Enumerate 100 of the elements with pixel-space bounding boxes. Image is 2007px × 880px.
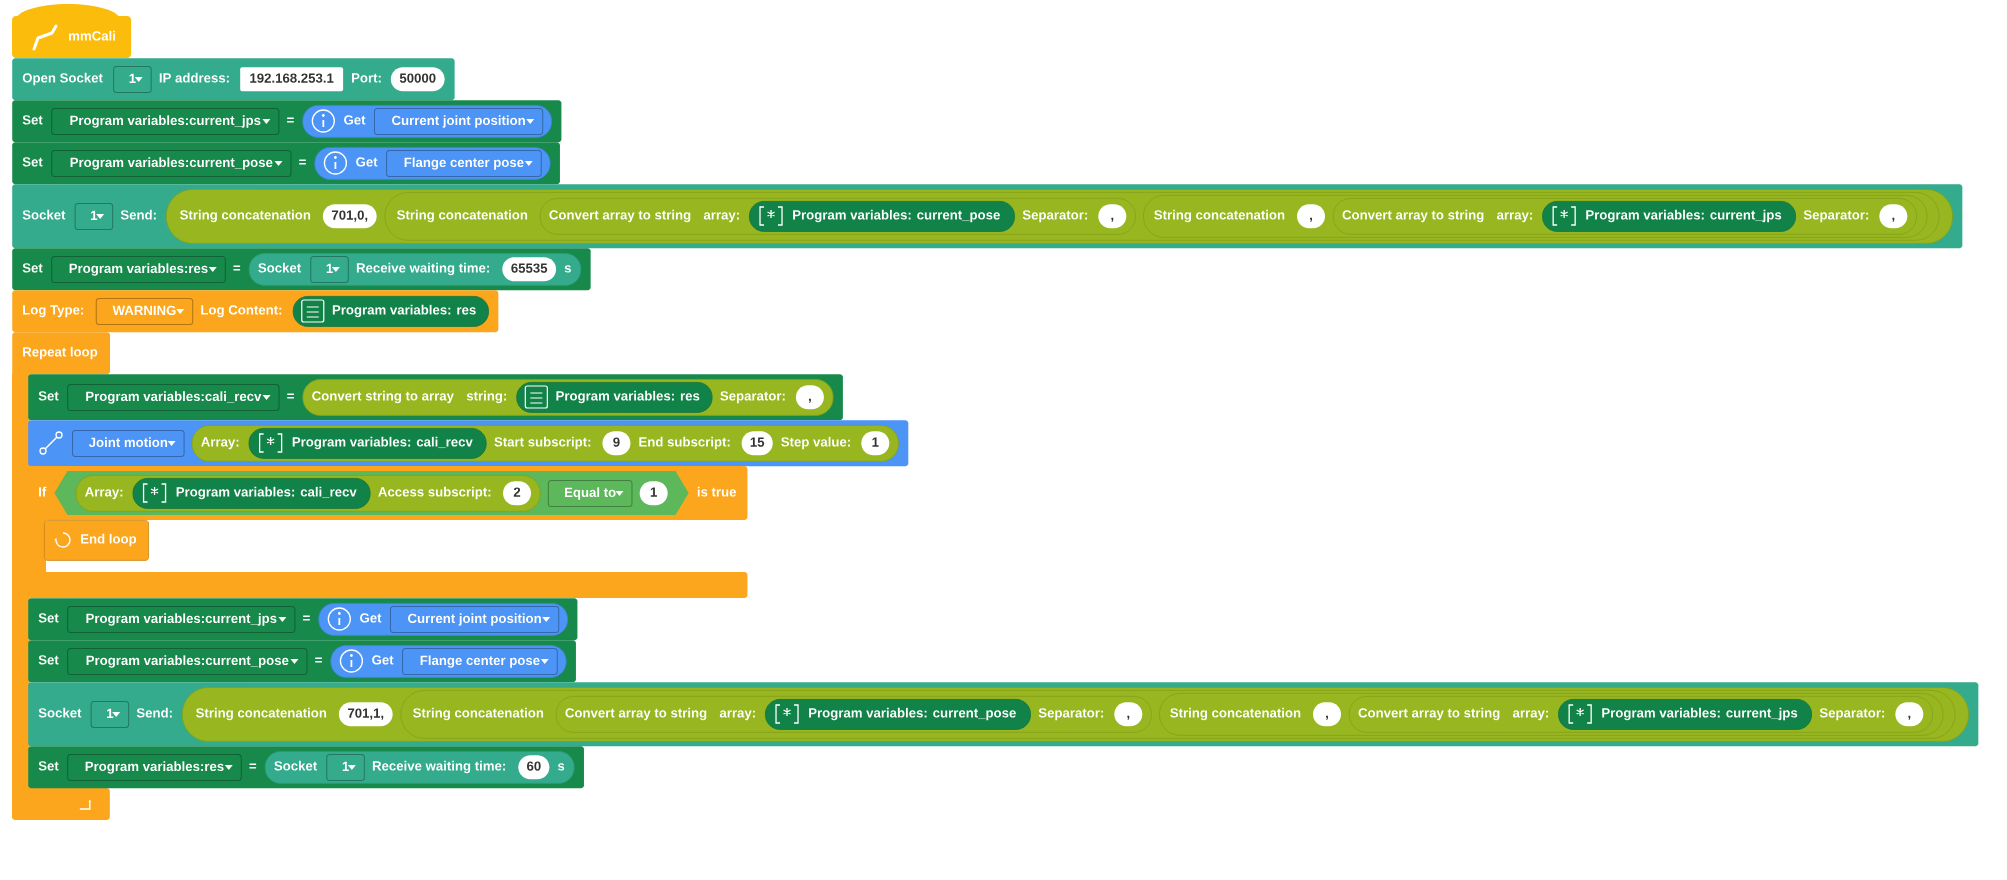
block-label: Set [38,391,59,401]
block-label: If [39,486,47,497]
dropdown: 1 [326,754,365,781]
block-label: String concatenation [180,209,311,223]
block-label: String concatenation [397,209,528,223]
block-label: = [303,615,310,621]
dropdown: Current joint position [390,606,560,633]
block-label: Convert array to string [1358,707,1500,721]
block-label: Program variables: res [332,304,476,318]
block-label: Separator: [1819,708,1885,721]
input-field: 60 [518,755,550,780]
block-label: Program variables: current_jps [1602,707,1798,721]
block-label: array: [703,212,739,223]
block-label: Program variables: current_jps [1586,209,1782,223]
block-label: Send: [120,209,156,220]
input-field: , [1297,204,1325,229]
block-label: = [315,657,322,663]
block-label: Access subscript: [378,486,491,500]
block-label: Array: [85,487,123,500]
dropdown: Program variables:res [51,256,226,283]
block-label: Repeat loop [23,346,98,360]
block-label: String concatenation [413,707,544,721]
block-label: String concatenation [1154,209,1285,223]
variable-block [749,201,1015,232]
block-label: string: [466,390,507,404]
block-label: Convert array to string [1342,209,1484,223]
block-label: Open Socket [22,72,103,86]
dropdown: Equal to [547,480,633,507]
block-label: Separator: [1803,210,1869,223]
input-field: 15 [741,431,773,456]
block-label: Log Type: [23,305,84,318]
event-block [12,4,132,58]
dropdown: Program variables:current_pose [51,150,292,177]
block-label: s [557,763,565,771]
block-label: Log Content: [201,305,282,318]
block-label: Socket [38,707,82,718]
block-label: Get [356,157,378,167]
input-field: , [795,385,824,410]
block-label: Set [38,655,59,665]
block-label: String concatenation [196,707,327,721]
block-label: Set [22,157,43,167]
block-label: Get [360,613,382,623]
dropdown: Program variables:current_jps [51,108,280,135]
block-label: IP address: [159,72,229,83]
dropdown: 1 [113,66,152,93]
end-loop-block [44,520,149,561]
block-label: Get [344,115,366,125]
block-label: Receive waiting time: [372,760,505,774]
block-label: = [233,265,241,271]
dropdown: Flange center pose [402,648,558,675]
input-field: , [1313,702,1341,727]
dropdown: Program variables:current_jps [67,606,296,633]
block-label: Set [22,115,43,125]
dropdown: WARNING [95,298,194,325]
input-field: 2 [503,481,531,506]
block-label: is true [697,486,737,497]
block-label: Convert string to array [312,390,454,404]
block-label: Separator: [720,391,785,404]
block-label: array: [1496,212,1532,223]
block-label: String concatenation [1170,707,1301,721]
input-field: 192.168.253.1 [240,67,344,92]
input-field: 65535 [502,257,557,282]
dropdown: Current joint position [374,108,544,135]
block-label: Step value: [781,436,850,450]
block-label: Send: [136,707,172,718]
block-label: = [249,763,257,769]
dropdown: 1 [310,256,349,283]
block-label: Program variables: cali_recv [176,486,357,500]
block-label: Set [22,263,43,273]
variable-block [292,296,489,327]
variable-block [516,382,713,413]
block-label: Receive waiting time: [356,262,489,276]
loop-block [12,332,111,375]
dropdown: Program variables:res [67,754,242,781]
block-label: Socket [258,262,301,273]
block-label: Program variables: cali_recv [292,436,473,450]
block-label: Program variables: res [556,390,700,404]
block-label: = [287,393,294,399]
block-label: array: [1512,710,1548,721]
dropdown: 1 [90,701,130,728]
block-label: Get [372,655,394,665]
block-label: End subscript: [639,436,730,450]
input-field: 9 [602,431,631,456]
block-label: Array: [201,437,239,450]
block-label: array: [719,710,755,721]
block-label: Convert array to string [549,209,691,223]
input-field: 1 [861,431,890,456]
variable-block [1558,699,1812,730]
variable-block [132,478,371,509]
block-label: Set [38,613,59,623]
block-label: Port: [352,73,381,83]
block-label: Set [38,761,59,771]
block-label: Socket [274,760,317,771]
block-label: mmCali [69,30,115,41]
input-field: 50000 [390,67,445,92]
dropdown: Flange center pose [386,150,542,177]
block-label: Socket [22,209,66,220]
dropdown: Program variables:current_pose [67,648,308,675]
input-field: , [1879,204,1908,229]
block-label: Convert array to string [565,707,707,721]
